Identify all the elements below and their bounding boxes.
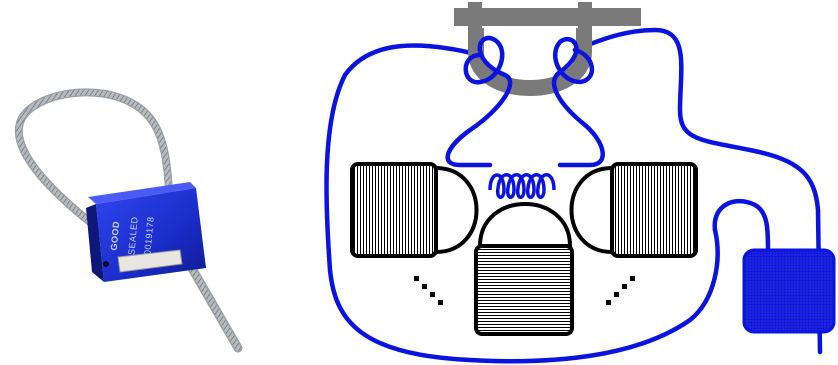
cable-seal-photo: SEALED 0019178 GOOD (14, 88, 243, 353)
seal-body: SEALED 0019178 GOOD (86, 182, 206, 282)
ellipsis-left (414, 276, 443, 305)
seal-tag (742, 248, 836, 334)
shackle (454, 2, 641, 96)
cable-to-tag (572, 27, 823, 355)
cable-loop-right (551, 36, 605, 168)
seal-status-text: SEALED (126, 216, 139, 255)
seal-brand-mark: GOOD (109, 221, 122, 251)
cable-loop-outer (324, 43, 720, 364)
cable-loop-left (445, 35, 513, 168)
lock-diagram (324, 2, 836, 364)
seal-serial-number: 0019178 (142, 216, 155, 255)
lock-block-right (569, 162, 698, 258)
ellipsis-right (606, 276, 635, 305)
lock-block-left (350, 162, 479, 258)
lock-block-bottom (474, 202, 574, 336)
spring-coil (488, 173, 556, 199)
